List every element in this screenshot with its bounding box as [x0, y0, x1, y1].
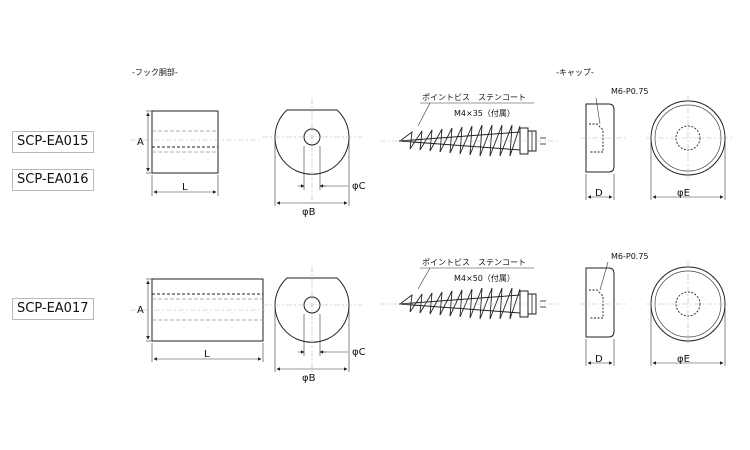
row2-cap-thread-spec: M6-P0.75	[611, 252, 649, 261]
row1-dim-d-label: D	[595, 188, 603, 199]
row2-screw-spec: M4×50（付属）	[454, 273, 515, 283]
model-label-scp-ea016: SCP-EA016	[12, 169, 94, 191]
model-label-scp-ea015: SCP-EA015	[12, 131, 94, 153]
row1-dim-l-label: L	[182, 182, 188, 193]
row2-dim-phi-e-label: φE	[677, 354, 690, 365]
row1-dim-a-label: A	[137, 137, 144, 148]
row2-hook-body-side-view	[130, 278, 265, 362]
row1-screw-spec: M4×35（付属）	[454, 108, 515, 118]
model-label-scp-ea017: SCP-EA017	[12, 298, 94, 320]
row1-screw-drawing	[380, 102, 560, 157]
row1-cap-thread-spec: M6-P0.75	[611, 87, 649, 96]
cap-section-title: -キャップ-	[556, 68, 594, 77]
row1-cap-top-view	[646, 96, 732, 200]
row1-dim-phi-b-label: φB	[302, 207, 316, 218]
row2-screw-name: ポイントビス ステンコート	[422, 258, 526, 267]
row2-dim-d-label: D	[595, 354, 603, 365]
row1-screw-name: ポイントビス ステンコート	[422, 93, 526, 102]
hook-section-title: -フック胴部-	[132, 67, 178, 77]
row1-hook-body-end-view	[262, 98, 362, 206]
row2-screw-drawing	[380, 267, 560, 320]
row2-dim-phi-c-label: φC	[352, 347, 366, 358]
row1-dim-phi-c-label: φC	[352, 181, 366, 192]
row2-dim-phi-b-label: φB	[302, 373, 316, 384]
row2-cap-side-view	[580, 261, 628, 366]
row1-dim-phi-e-label: φE	[677, 188, 690, 199]
row2-dim-l-label: L	[204, 349, 210, 360]
row2-hook-body-end-view	[262, 266, 362, 372]
row1-hook-body-side-view	[130, 110, 262, 196]
row2-cap-top-view	[646, 262, 732, 366]
row2-dim-a-label: A	[137, 305, 144, 316]
row1-cap-side-view	[580, 97, 628, 200]
